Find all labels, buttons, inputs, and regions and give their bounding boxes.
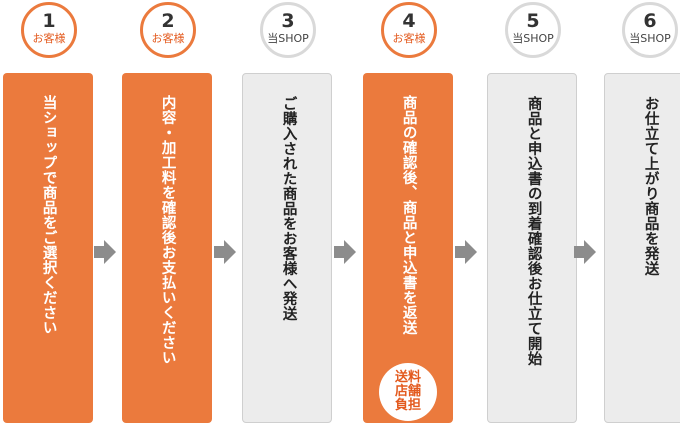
arrow-right-icon <box>214 240 236 264</box>
step-actor: 当SHOP <box>629 32 671 45</box>
step-number: 4 <box>402 10 416 32</box>
shipping-paid-badge: 送料 店舗 負担 <box>379 363 437 421</box>
step-actor: 当SHOP <box>512 32 554 45</box>
step-number-circle: 1 お客様 <box>21 2 77 58</box>
step-number-circle: 5 当SHOP <box>505 2 561 58</box>
step-description: 商品の確認後、商品と申込書を返送 <box>363 95 453 335</box>
step-description-text: 当ショップで商品をご選択ください <box>40 95 57 335</box>
step-5: 5 当SHOP 商品と申込書の到着確認後お仕立て開始 <box>487 0 577 425</box>
step-card: 商品と申込書の到着確認後お仕立て開始 <box>487 73 577 423</box>
step-description-text: 内容・加工料を確認後お支払いください <box>159 95 176 365</box>
badge-line: 負担 <box>394 398 421 413</box>
arrow-right-icon <box>334 240 356 264</box>
step-description-text: お仕立て上がり商品を発送 <box>642 96 659 276</box>
arrow-right-icon <box>94 240 116 264</box>
step-number: 6 <box>643 10 657 32</box>
step-2: 2 お客様 内容・加工料を確認後お支払いください <box>122 0 212 425</box>
step-card: ご購入された商品をお客様へ発送 <box>242 73 332 423</box>
step-number-circle: 2 お客様 <box>140 2 196 58</box>
step-card: 当ショップで商品をご選択ください <box>3 73 93 423</box>
step-number-circle: 4 お客様 <box>381 2 437 58</box>
badge-line: 送料 <box>394 370 421 385</box>
step-actor: 当SHOP <box>267 32 309 45</box>
step-number: 1 <box>42 10 56 32</box>
step-actor: お客様 <box>151 32 185 45</box>
step-description: 商品と申込書の到着確認後お仕立て開始 <box>488 96 578 366</box>
arrow-right-icon <box>574 240 596 264</box>
arrow-right-icon <box>455 240 477 264</box>
badge-line: 店舗 <box>394 384 421 399</box>
step-number: 5 <box>526 10 540 32</box>
step-actor: お客様 <box>32 32 66 45</box>
step-description: 当ショップで商品をご選択ください <box>3 95 93 335</box>
step-6: 6 当SHOP お仕立て上がり商品を発送 <box>604 0 680 425</box>
step-description-text: ご購入された商品をお客様へ発送 <box>280 96 297 321</box>
step-description-text: 商品の確認後、商品と申込書を返送 <box>400 95 417 335</box>
step-3: 3 当SHOP ご購入された商品をお客様へ発送 <box>242 0 332 425</box>
step-number: 2 <box>161 10 175 32</box>
step-description: ご購入された商品をお客様へ発送 <box>243 96 333 321</box>
step-description-text: 商品と申込書の到着確認後お仕立て開始 <box>525 96 542 366</box>
step-description: 内容・加工料を確認後お支払いください <box>122 95 212 365</box>
step-actor: お客様 <box>392 32 426 45</box>
step-4: 4 お客様 商品の確認後、商品と申込書を返送 送料 店舗 負担 <box>363 0 453 425</box>
step-number-circle: 6 当SHOP <box>622 2 678 58</box>
step-card: お仕立て上がり商品を発送 <box>604 73 680 423</box>
step-card: 商品の確認後、商品と申込書を返送 送料 店舗 負担 <box>363 73 453 423</box>
step-card: 内容・加工料を確認後お支払いください <box>122 73 212 423</box>
step-1: 1 お客様 当ショップで商品をご選択ください <box>3 0 93 425</box>
step-description: お仕立て上がり商品を発送 <box>605 96 680 276</box>
step-number-circle: 3 当SHOP <box>260 2 316 58</box>
step-number: 3 <box>281 10 295 32</box>
